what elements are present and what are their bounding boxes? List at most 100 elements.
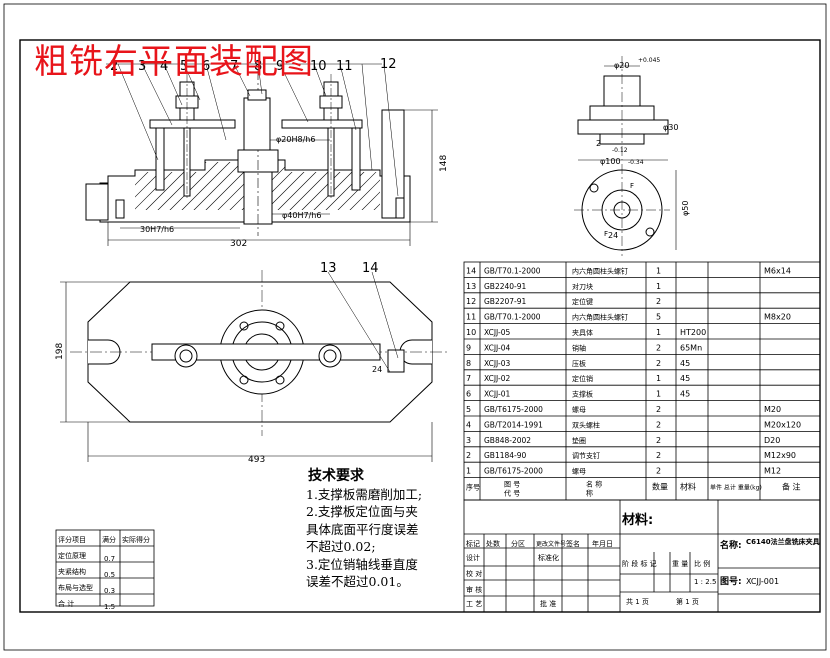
review-label: 审 核 <box>466 585 482 594</box>
base-hatch <box>135 162 380 210</box>
rev-date: 年月日 <box>592 539 613 548</box>
bom-cell-qty: 2 <box>656 467 661 476</box>
rev-mark: 标记 <box>466 539 480 548</box>
bom-cell-name: 对刀块 <box>572 282 593 291</box>
bom-cell-no: 4 <box>466 420 471 429</box>
rev-sign: 签名 <box>566 539 580 548</box>
bom-cell-code: GB/T70.1-2000 <box>484 266 541 275</box>
bom-cell-no: 10 <box>466 328 476 337</box>
bom-cell-qty: 2 <box>656 436 661 445</box>
balloon-4: 4 <box>160 59 168 74</box>
top-width-dim: 493 <box>248 455 265 465</box>
bom-cell-name: 定位键 <box>572 297 593 306</box>
balloon-5: 5 <box>180 59 188 74</box>
name-label: 名称: <box>720 539 742 551</box>
bom-cell-note: M20 <box>764 405 781 414</box>
dim-d50: φ50 <box>681 201 690 216</box>
technical-requirements: 技术要求 1.支撑板需磨削加工; 2.支撑板定位面与夹 具体底面平行度误差 不超… <box>306 468 456 591</box>
bom-header-qty: 数量 <box>652 482 668 492</box>
tech-line: 误差不超过0.01。 <box>306 574 409 589</box>
bom-cell-name: 调节支钉 <box>572 451 600 460</box>
score-item: 夹紧结构 <box>58 567 86 576</box>
bom-cell-no: 2 <box>466 451 471 460</box>
mark-f2: F <box>604 230 608 238</box>
scale-value: 1 : 2.5 <box>694 578 716 586</box>
part-view-labels: φ20 +0.045 φ100 -0.34 -0.12 φ50 φ30 2 24… <box>596 57 690 240</box>
bom-header-name: 名 称 <box>586 480 602 489</box>
balloon-3: 3 <box>138 59 146 74</box>
bom-cell-no: 6 <box>466 390 471 399</box>
bom-cell-code: GB2240-91 <box>484 282 527 291</box>
front-view-labels: 2 3 4 5 6 7 8 9 10 11 12 302 148 30H7/h6… <box>110 57 449 249</box>
bom-cell-name: 定位销 <box>572 374 593 383</box>
tech-heading: 技术要求 <box>308 468 364 484</box>
front-width-dim: 302 <box>230 239 247 249</box>
mark-f1: F <box>630 182 634 190</box>
bom-cell-note: D20 <box>764 436 780 445</box>
tech-line: 具体底面平行度误差 <box>306 521 419 537</box>
score-full: 0.5 <box>104 571 115 579</box>
drawing-no-value: XCJJ-001 <box>746 577 779 586</box>
bom-cell-code: GB2207-91 <box>484 297 527 306</box>
bom-cell-qty: 1 <box>656 282 661 291</box>
bom-header-code: 图 号 <box>504 481 520 489</box>
tech-line: 2.支撑板定位面与夹 <box>306 504 418 519</box>
bom-cell-qty: 2 <box>656 451 661 460</box>
score-item: 布局与选型 <box>58 583 93 592</box>
bom-header-code2: 代 号 <box>504 489 520 498</box>
bom-cell-mat: 45 <box>680 374 690 383</box>
fit-30h7: 30H7/h6 <box>140 225 174 234</box>
bom-header-name2: 称 <box>586 489 593 498</box>
bom-cell-qty: 2 <box>656 405 661 414</box>
score-header-actual: 实际得分 <box>122 535 150 544</box>
dim-h: φ30 <box>663 123 678 132</box>
bom-cell-note: M6x14 <box>764 266 791 275</box>
part-views <box>574 56 677 256</box>
bom-cell-qty: 2 <box>656 343 661 352</box>
outer-frame <box>3 3 827 651</box>
score-header-item: 评分项目 <box>58 535 86 544</box>
fit-20h8: φ20H8/h6 <box>276 135 315 144</box>
title-block <box>463 499 821 613</box>
material-label: 材料: <box>622 512 653 528</box>
bom-cell-mat: 45 <box>680 359 690 368</box>
score-table <box>55 529 155 607</box>
bom-cell-mat: HT200 <box>680 328 706 337</box>
bom-cell-name: 螺母 <box>572 467 586 476</box>
bom-cell-name: 双头螺柱 <box>572 420 600 429</box>
bom-cell-no: 9 <box>466 343 471 352</box>
score-item: 定位原理 <box>58 551 86 560</box>
scale-label: 比 例 <box>694 559 710 568</box>
tol-upper: +0.045 <box>638 57 660 64</box>
bom-cell-name: 支撑板 <box>572 390 593 399</box>
rev-doc: 更改文件号 <box>536 540 566 548</box>
tech-line: 3.定位销轴线垂直度 <box>306 556 418 572</box>
bom-cell-qty: 1 <box>656 374 661 383</box>
bom-cell-qty: 2 <box>656 297 661 306</box>
tech-line: 1.支撑板需磨削加工; <box>306 486 423 502</box>
bom-cell-name: 销轴 <box>572 343 586 352</box>
bom-cell-no: 13 <box>466 282 476 291</box>
bom-cell-no: 8 <box>466 359 471 368</box>
bom-cell-qty: 2 <box>656 359 661 368</box>
bom-cell-qty: 2 <box>656 420 661 429</box>
balloon-6: 6 <box>202 59 210 74</box>
balloon-13: 13 <box>320 261 337 276</box>
bom-header-wt: 单件 总计 重量(kg) <box>710 484 762 492</box>
drawing-no-label: 图号: <box>720 576 742 587</box>
name-value: C6140法兰盘铣床夹具 <box>746 537 820 546</box>
bom-cell-code: XCJJ-05 <box>484 328 510 337</box>
bom-cell-name: 内六角圆柱头螺钉 <box>572 313 628 322</box>
balloon-11: 11 <box>336 59 353 74</box>
bom-cell-code: GB/T6175-2000 <box>484 405 543 414</box>
dim-24: 24 <box>608 231 618 240</box>
bom-cell-note: M12 <box>764 467 781 476</box>
balloon-10: 10 <box>310 59 327 74</box>
bom-cell-code: GB/T6175-2000 <box>484 467 543 476</box>
check-label: 校 对 <box>466 569 482 578</box>
sheet-no: 第 1 页 <box>676 597 699 606</box>
front-height-dim: 148 <box>439 155 449 172</box>
side-ang-dim: 24 <box>372 365 382 374</box>
bom-cell-name: 夹具体 <box>572 328 593 337</box>
